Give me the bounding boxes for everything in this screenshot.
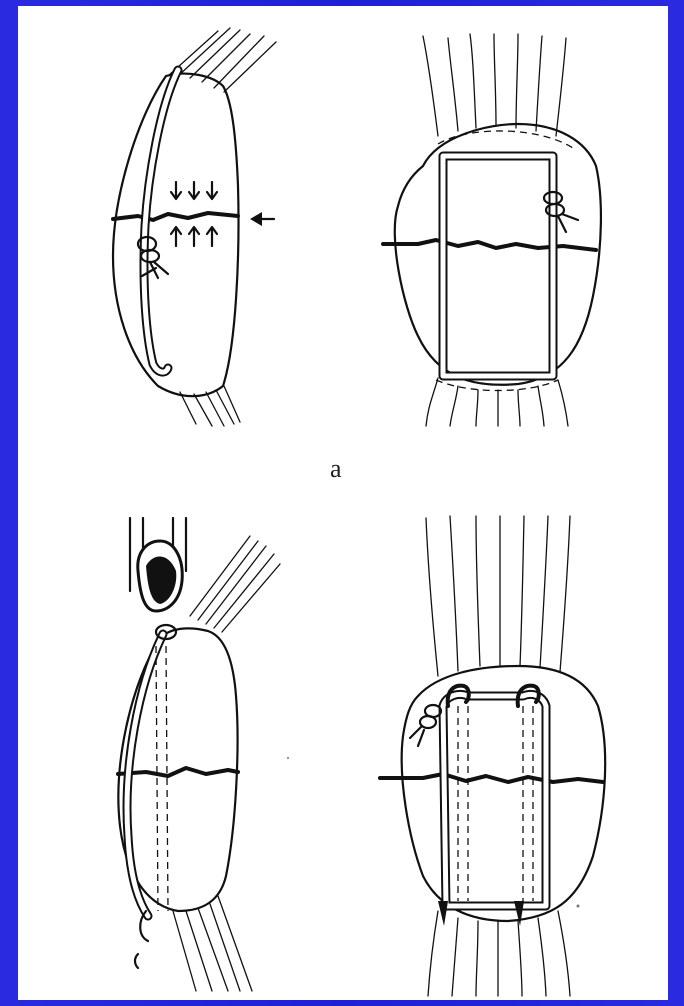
panel-b-lateral [118, 518, 280, 991]
figure-sheet: a [18, 6, 668, 1000]
fracture-line [113, 213, 238, 220]
surgical-diagram [18, 6, 668, 1000]
wire-knot [410, 705, 441, 746]
speck [577, 905, 580, 908]
quadriceps-tendon-fibers [423, 34, 566, 136]
patellar-tendon-fibers [428, 911, 570, 996]
quadriceps-tendon-fibers [426, 516, 570, 676]
panel-label-a: a [330, 454, 342, 484]
panel-a-lateral [113, 28, 276, 426]
panel-a-anterior [383, 34, 601, 426]
fracture-line [118, 768, 238, 776]
compression-arrows-down [171, 182, 217, 199]
tension-wire [443, 156, 553, 376]
fracture-line [380, 774, 603, 782]
speck [287, 757, 289, 759]
patella-outline [395, 124, 601, 385]
panel-b-anterior [380, 516, 605, 996]
compression-arrows-up [171, 227, 217, 246]
fracture-line [383, 240, 596, 250]
quadriceps-tendon-fibers [190, 536, 280, 632]
side-arrow [250, 212, 274, 226]
patellar-tendon-fibers [180, 386, 240, 426]
quadriceps-tendon-fibers [168, 28, 276, 92]
